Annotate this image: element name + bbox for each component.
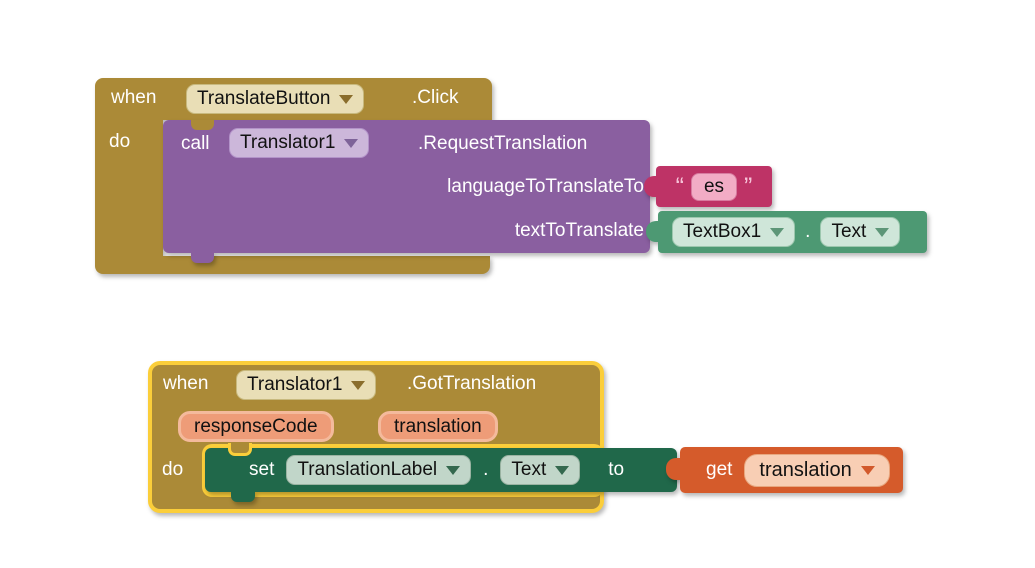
arg-label-texttotranslate: textToTranslate [514, 220, 644, 241]
component-dropdown-translator1[interactable]: Translator1 [236, 370, 377, 400]
dot-separator: . [483, 459, 489, 480]
get-translation-block[interactable]: get translation [680, 447, 903, 493]
event-label-click: .Click [412, 87, 459, 108]
chevron-down-icon [860, 465, 875, 475]
variable-dropdown-label: translation [759, 458, 852, 481]
chevron-down-icon [344, 138, 359, 148]
open-quote: “ [675, 172, 684, 201]
component-dropdown-translator1[interactable]: Translator1 [229, 128, 370, 158]
get-block-plug-tab [666, 458, 681, 480]
chevron-down-icon [875, 227, 890, 237]
property-dropdown-text[interactable]: Text [500, 455, 581, 485]
set-label: set [249, 459, 275, 480]
text-value-field[interactable]: es [690, 172, 738, 201]
do-socket-tab [191, 120, 214, 130]
arg-label-languagetotranslateto: languageToTranslateTo [447, 176, 644, 197]
when-label: when [111, 87, 157, 108]
do-label: do [162, 459, 184, 480]
component-dropdown-label: TextBox1 [683, 221, 762, 242]
event-param-responsecode[interactable]: responseCode [178, 411, 334, 442]
chevron-down-icon [446, 465, 461, 475]
chevron-down-icon [351, 380, 366, 390]
method-label: .RequestTranslation [418, 133, 588, 154]
component-dropdown-translatebutton[interactable]: TranslateButton [186, 84, 365, 114]
component-dropdown-translationlabel[interactable]: TranslationLabel [286, 455, 472, 485]
component-dropdown-label: Translator1 [247, 374, 343, 395]
text-string-block[interactable]: “ es ” [656, 166, 772, 207]
do-socket-tab-highlighted [228, 443, 252, 456]
textbox1-text-getter-block[interactable]: TextBox1 . Text [658, 211, 927, 253]
call-block-bottom-tab [191, 253, 214, 263]
chevron-down-icon [770, 227, 785, 237]
close-quote: ” [744, 172, 753, 201]
variable-dropdown-translation[interactable]: translation [744, 453, 890, 487]
to-label: to [608, 459, 625, 480]
when-block-left-column[interactable] [95, 120, 163, 258]
chevron-down-icon [555, 465, 570, 475]
set-block-bottom-tab [231, 492, 255, 502]
dot-separator: . [805, 221, 811, 242]
do-label: do [109, 131, 131, 152]
property-dropdown-text[interactable]: Text [820, 217, 901, 247]
event-label-gottranslation: .GotTranslation [407, 373, 537, 394]
chevron-down-icon [339, 94, 354, 104]
component-dropdown-textbox1[interactable]: TextBox1 [672, 217, 796, 247]
call-label: call [181, 133, 210, 154]
component-dropdown-label: TranslateButton [197, 88, 331, 109]
set-translationlabel-text-block[interactable]: set TranslationLabel . Text to [205, 448, 677, 492]
component-dropdown-label: TranslationLabel [297, 459, 438, 480]
when-label: when [163, 373, 209, 394]
get-label: get [706, 459, 733, 480]
when-block-bottom-bar[interactable] [95, 256, 490, 274]
property-dropdown-label: Text [831, 221, 867, 242]
component-dropdown-label: Translator1 [240, 132, 336, 153]
getter-block-plug-tab [646, 221, 661, 242]
event-param-translation[interactable]: translation [378, 411, 498, 442]
property-dropdown-label: Text [511, 459, 547, 480]
text-block-plug-tab [644, 176, 659, 197]
